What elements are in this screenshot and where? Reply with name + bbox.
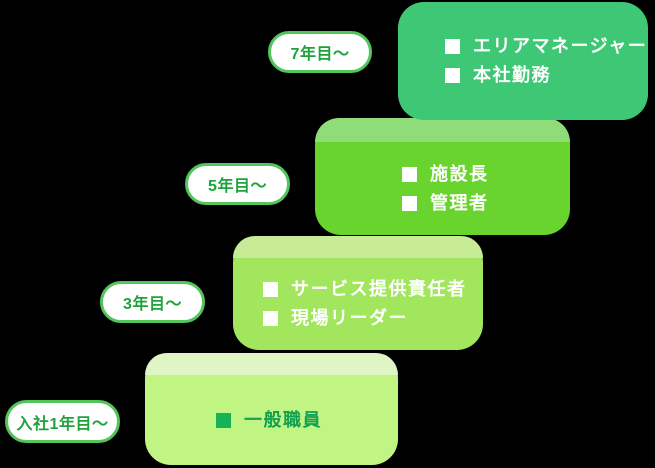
role-label: 管理者 [430,192,489,213]
role-item: 管理者 [402,192,489,213]
bullet-square-icon [402,166,417,182]
bullet-square-icon [263,311,278,326]
step-roles: サービス提供責任者 現場リーダー [233,258,483,350]
role-label: サービス提供責任者 [291,279,467,299]
step-top-band [145,353,398,375]
bullet-square-icon [445,68,460,83]
role-item: 一般職員 [216,409,322,430]
role-item: 施設長 [402,163,489,184]
role-label: 本社勤務 [473,65,551,85]
role-item: 本社勤務 [445,66,551,85]
step-roles: エリアマネージャー 本社勤務 [398,2,648,120]
step-top-band [315,118,570,142]
pill-year5-label: 5年目〜 [185,163,290,205]
bullet-square-icon [445,39,460,54]
pill-year3-label: 3年目〜 [100,281,205,323]
role-item: 現場リーダー [263,309,408,328]
role-item: エリアマネージャー [445,37,647,56]
role-label: 現場リーダー [291,308,408,328]
role-item: サービス提供責任者 [263,280,467,299]
role-label: 一般職員 [244,409,322,430]
career-step-year3: サービス提供責任者 現場リーダー [233,236,483,350]
role-label: 施設長 [430,163,489,184]
career-step-year1: 一般職員 [145,353,398,465]
pill-year7-label: 7年目〜 [268,31,372,73]
step-roles: 一般職員 [145,375,398,465]
career-step-year5: 施設長 管理者 [315,118,570,235]
step-top-band [233,236,483,258]
bullet-square-icon [216,412,231,428]
bullet-square-icon [263,282,278,297]
role-label: エリアマネージャー [473,36,648,56]
pill-year1-label: 入社1年目〜 [5,400,120,443]
step-roles: 施設長 管理者 [315,142,570,235]
bullet-square-icon [402,195,417,211]
career-step-year7: エリアマネージャー 本社勤務 [398,2,648,120]
